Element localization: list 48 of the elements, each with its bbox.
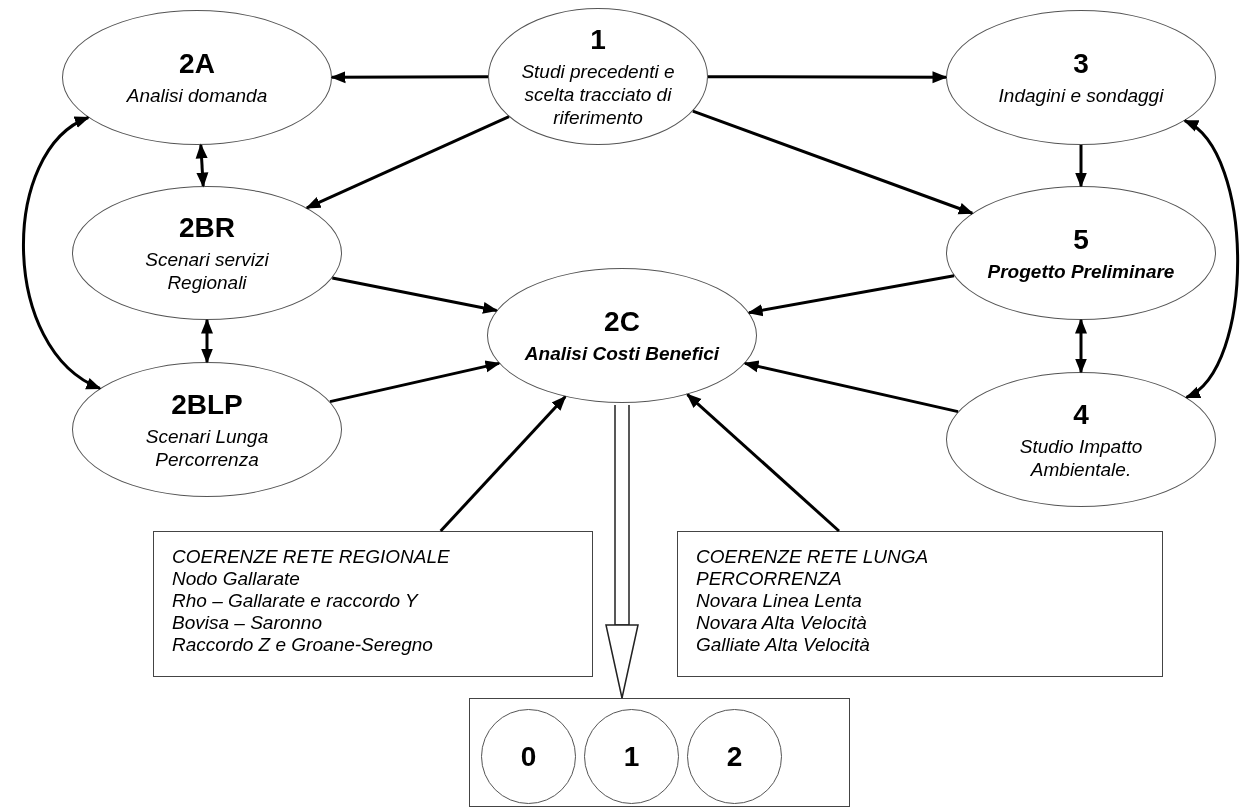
note-line: Bovisa – Saronno xyxy=(172,612,322,634)
step-description: Studi precedenti e scelta tracciato di riferimento xyxy=(520,60,676,129)
step-number: 1 xyxy=(590,24,606,56)
step-description: Analisi domanda xyxy=(126,84,268,107)
note-line: Rho – Gallarate e raccordo Y xyxy=(172,590,418,612)
option-number: 2 xyxy=(726,739,743,774)
step-number: 2BR xyxy=(179,212,235,244)
step-number: 2A xyxy=(179,48,215,80)
step-description: Scenari Lunga Percorrenza xyxy=(144,424,270,471)
step-number: 2C xyxy=(604,306,640,338)
note-line: Raccordo Z e Groane-Seregno xyxy=(172,634,433,656)
arrow xyxy=(439,395,567,532)
group-box xyxy=(469,698,850,807)
arrow xyxy=(747,274,955,317)
note-box xyxy=(677,531,1163,677)
note-heading: COERENZE RETE LUNGA PERCORRENZA xyxy=(696,546,929,590)
arrow xyxy=(201,318,213,364)
step-number: 2BLP xyxy=(171,388,243,421)
arrow xyxy=(1075,145,1087,188)
arrow xyxy=(332,276,498,314)
step-number: 3 xyxy=(1073,48,1089,80)
option-number: 0 xyxy=(520,739,537,774)
arrow xyxy=(708,71,948,84)
arrow xyxy=(195,143,209,188)
arrow xyxy=(330,71,488,84)
arrow xyxy=(329,360,501,404)
step-number: 4 xyxy=(1073,398,1089,431)
arrow xyxy=(692,109,974,215)
arrow xyxy=(743,360,959,414)
note-line: Galliate Alta Velocità xyxy=(696,634,870,656)
step-description: Studio Impatto Ambientale. xyxy=(1018,434,1144,481)
step-number: 5 xyxy=(1073,223,1089,256)
arrow xyxy=(686,393,840,533)
arrow xyxy=(1183,119,1240,399)
step-description: Scenari servizi Regionali xyxy=(144,248,270,294)
step-description: Progetto Preliminare xyxy=(987,259,1175,283)
note-line: Nodo Gallarate xyxy=(172,568,300,590)
note-box xyxy=(153,531,593,677)
note-line: Novara Linea Lenta xyxy=(696,590,862,612)
arrow xyxy=(305,115,510,210)
arrow xyxy=(22,116,102,390)
option-number: 1 xyxy=(623,739,640,774)
arrow xyxy=(1075,318,1087,374)
step-description: Indagini e sondaggi xyxy=(998,84,1164,107)
block-arrow xyxy=(605,404,639,699)
step-description: Analisi Costi Benefici xyxy=(524,342,720,365)
note-line: Novara Alta Velocità xyxy=(696,612,867,634)
note-heading: COERENZE RETE REGIONALE xyxy=(172,546,450,568)
